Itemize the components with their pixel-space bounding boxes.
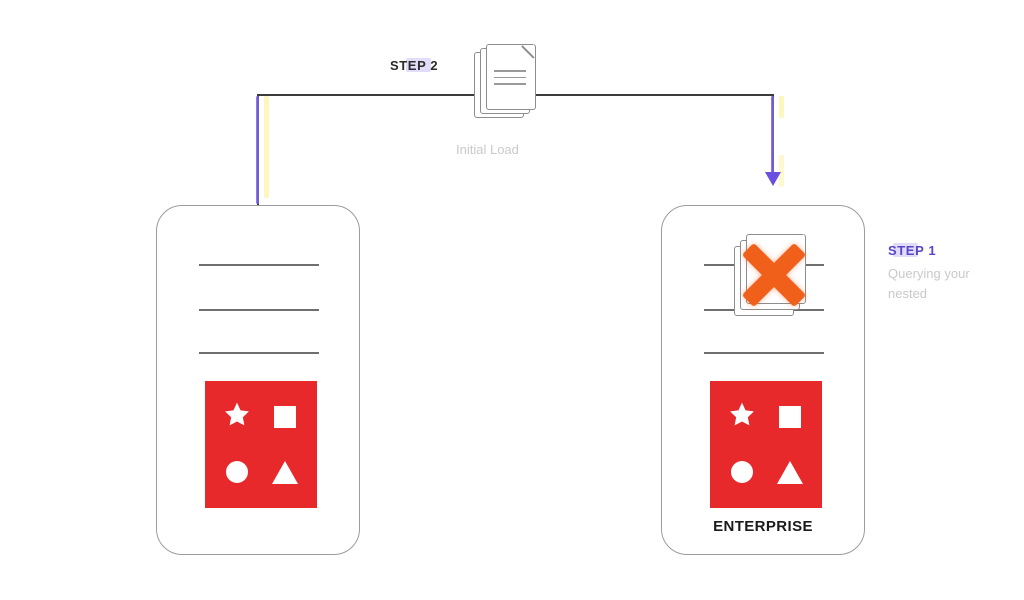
connector-accent-yellow-right-lower — [779, 155, 784, 187]
enterprise-card-caption: ENTERPRISE — [713, 518, 813, 535]
logo-star-icon — [224, 401, 250, 432]
step-2-caption: Initial Load — [456, 142, 519, 157]
source-card-row-3 — [199, 352, 319, 354]
logo-triangle-icon — [777, 460, 803, 484]
source-card[interactable] — [156, 205, 360, 555]
connector-arrowhead-icon — [765, 172, 781, 186]
logo-circle-icon — [226, 461, 248, 484]
source-card-logo — [205, 381, 317, 508]
connector-accent-yellow-left — [264, 96, 269, 198]
logo-square-icon — [779, 405, 801, 428]
logo-square-icon — [274, 405, 296, 428]
document-stack-icon — [474, 44, 544, 122]
step-1-caption-line-2: nested — [888, 286, 928, 301]
document-fold-corner-icon — [792, 234, 804, 246]
step-2-label-highlight — [406, 58, 431, 72]
source-card-row-2 — [199, 309, 319, 311]
step-1-label-highlight — [893, 243, 918, 257]
enterprise-card-row-3 — [704, 352, 824, 354]
step-2-label: STEP 2 — [390, 58, 439, 73]
logo-triangle-icon — [272, 460, 298, 484]
step-1-label: STEP 1 — [888, 243, 937, 258]
source-card-row-1 — [199, 264, 319, 266]
step-1-caption-line-1: Querying your — [888, 266, 970, 281]
logo-circle-icon — [731, 461, 753, 484]
enterprise-card-logo — [710, 381, 822, 508]
connector-accent-yellow-right — [779, 96, 784, 118]
enterprise-blocked-document-stack-icon — [734, 234, 814, 324]
connector-accent-purple-left — [256, 96, 259, 204]
document-text-lines — [494, 70, 526, 90]
logo-star-icon — [729, 401, 755, 432]
enterprise-card[interactable]: ENTERPRISE — [661, 205, 865, 555]
connector-accent-purple-right — [771, 96, 774, 178]
